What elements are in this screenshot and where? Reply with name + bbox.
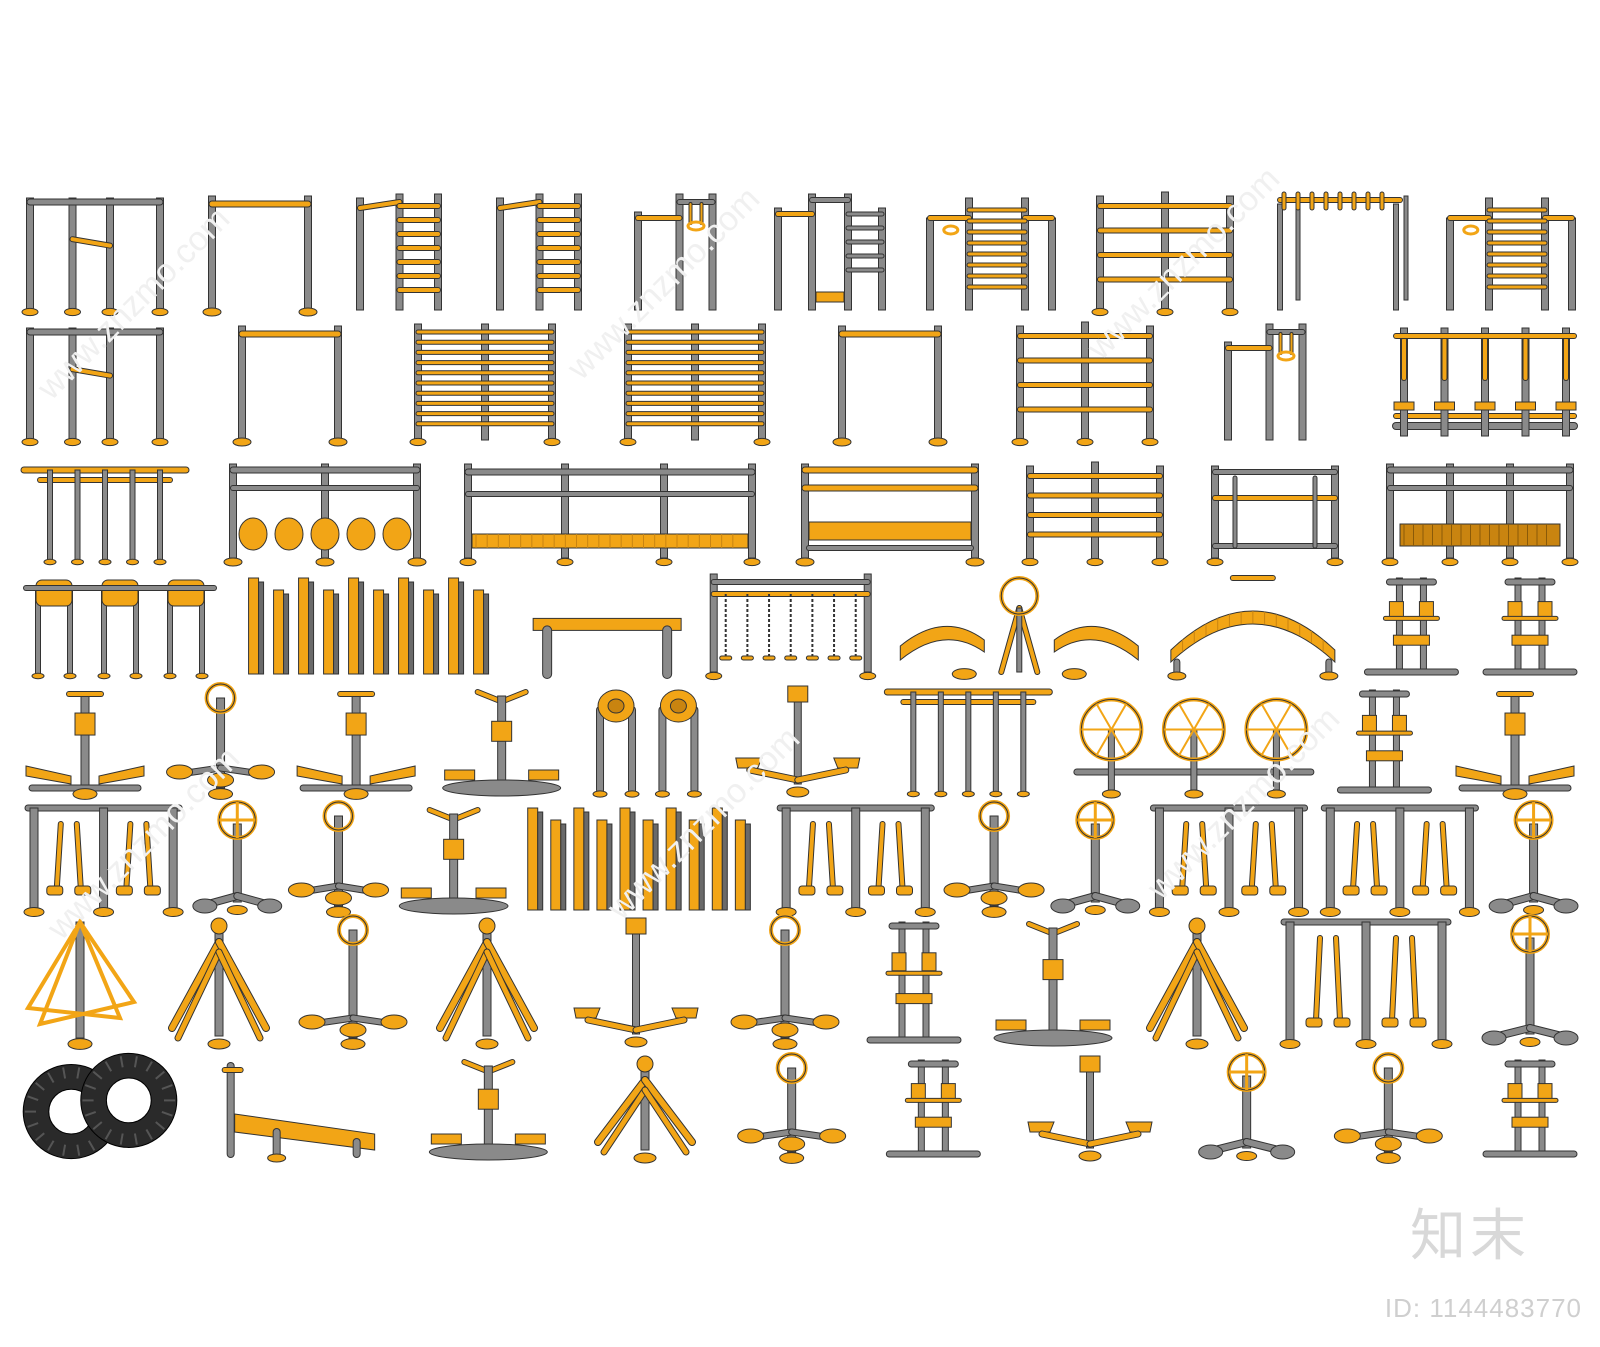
walker-row-illustration xyxy=(1279,918,1453,1049)
arch-walk-illustration xyxy=(1167,575,1339,681)
hand-wheel-illustration xyxy=(1488,800,1579,915)
wall-ladder-illustration xyxy=(619,323,771,447)
arc-stretcher-illustration xyxy=(168,917,270,1050)
rower-illustration xyxy=(428,1059,548,1161)
parallel-bars-illustration xyxy=(20,466,190,566)
pedal-bike-illustration xyxy=(735,685,861,798)
walker-row-illustration xyxy=(23,804,184,917)
pedal-bike-illustration xyxy=(573,917,699,1048)
seesaw-wheel-illustration xyxy=(899,576,1139,680)
wide-ladder-illustration xyxy=(1091,191,1239,317)
twister-seats-illustration xyxy=(730,914,840,1050)
twister-seats-illustration xyxy=(298,914,408,1050)
arc-stretcher-illustration xyxy=(1146,917,1248,1050)
deck-fence-illustration xyxy=(1381,463,1579,567)
ladder-bar-illustration xyxy=(496,193,582,311)
step-blocks-illustration xyxy=(248,577,490,675)
rower-illustration xyxy=(993,921,1113,1047)
walker-row-illustration xyxy=(1319,804,1480,917)
hand-wheel-illustration xyxy=(1481,914,1579,1047)
hand-wheel-illustration xyxy=(192,800,283,915)
hand-wheel-illustration xyxy=(1198,1052,1296,1161)
roller-stands-illustration xyxy=(23,579,217,680)
twister-seats-illustration xyxy=(1333,1052,1443,1164)
ring-ladder-illustration xyxy=(1446,197,1576,311)
tires-illustration xyxy=(22,1052,178,1160)
leg-press-illustration xyxy=(1455,691,1575,800)
id-label: ID: 1144483770 xyxy=(1384,1293,1582,1323)
pull-up-rig-illustration xyxy=(21,327,169,447)
walker-row-illustration xyxy=(775,804,936,917)
arc-stretcher-illustration xyxy=(594,1055,696,1164)
monkey-bars-illustration xyxy=(1277,191,1409,311)
rower-illustration xyxy=(398,807,509,915)
multi-station-illustration xyxy=(1482,1059,1578,1158)
wheel-row-illustration xyxy=(1073,697,1315,799)
parallel-bars-illustration xyxy=(883,688,1053,798)
single-bar-illustration xyxy=(202,195,318,317)
roller-fence-illustration xyxy=(223,463,427,567)
multi-station-illustration xyxy=(1482,577,1578,676)
rower-illustration xyxy=(442,689,562,797)
pedal-bike-illustration xyxy=(1027,1055,1153,1162)
single-bar-illustration xyxy=(832,325,948,447)
twister-seats-illustration xyxy=(943,800,1045,918)
multi-station-illustration xyxy=(1363,577,1459,676)
brand-watermark: 知末 xyxy=(1410,1204,1530,1269)
wide-ladder-illustration xyxy=(1021,461,1169,567)
twister-seats-illustration xyxy=(287,800,390,918)
wall-ladder-illustration xyxy=(409,323,561,447)
box-frame-illustration xyxy=(1206,465,1344,567)
swing-frame-illustration xyxy=(774,193,886,311)
multi-station-illustration xyxy=(1336,689,1432,794)
ring-ladder-illustration xyxy=(926,197,1056,311)
wheel-pair-illustration xyxy=(592,689,702,798)
hand-wheel-illustration xyxy=(1050,800,1141,915)
ladder-bar-illustration xyxy=(356,193,442,311)
ring-bar-illustration xyxy=(1224,323,1307,441)
pull-up-rig-illustration xyxy=(21,197,169,317)
single-bar-illustration xyxy=(232,325,348,447)
ring-bar-illustration xyxy=(634,193,717,311)
multi-station-illustration xyxy=(885,1059,981,1158)
sit-up-rack-illustration xyxy=(1392,327,1578,437)
leg-press-illustration xyxy=(296,691,416,800)
step-blocks-illustration xyxy=(527,807,751,911)
twister-seats-illustration xyxy=(737,1052,847,1164)
bench-illustration xyxy=(532,617,682,679)
hoop-rack-illustration xyxy=(24,917,138,1050)
balance-beam-illustration xyxy=(459,463,761,567)
chain-ladder-illustration xyxy=(705,573,877,681)
sit-up-board-illustration xyxy=(221,1062,376,1163)
twister-seats-illustration xyxy=(166,682,276,800)
wide-ladder-illustration xyxy=(1011,321,1159,447)
bench-fence-illustration xyxy=(795,463,985,567)
walker-row-illustration xyxy=(1148,804,1310,917)
leg-press-illustration xyxy=(25,691,145,800)
arc-stretcher-illustration xyxy=(436,917,538,1050)
multi-station-illustration xyxy=(866,921,962,1044)
